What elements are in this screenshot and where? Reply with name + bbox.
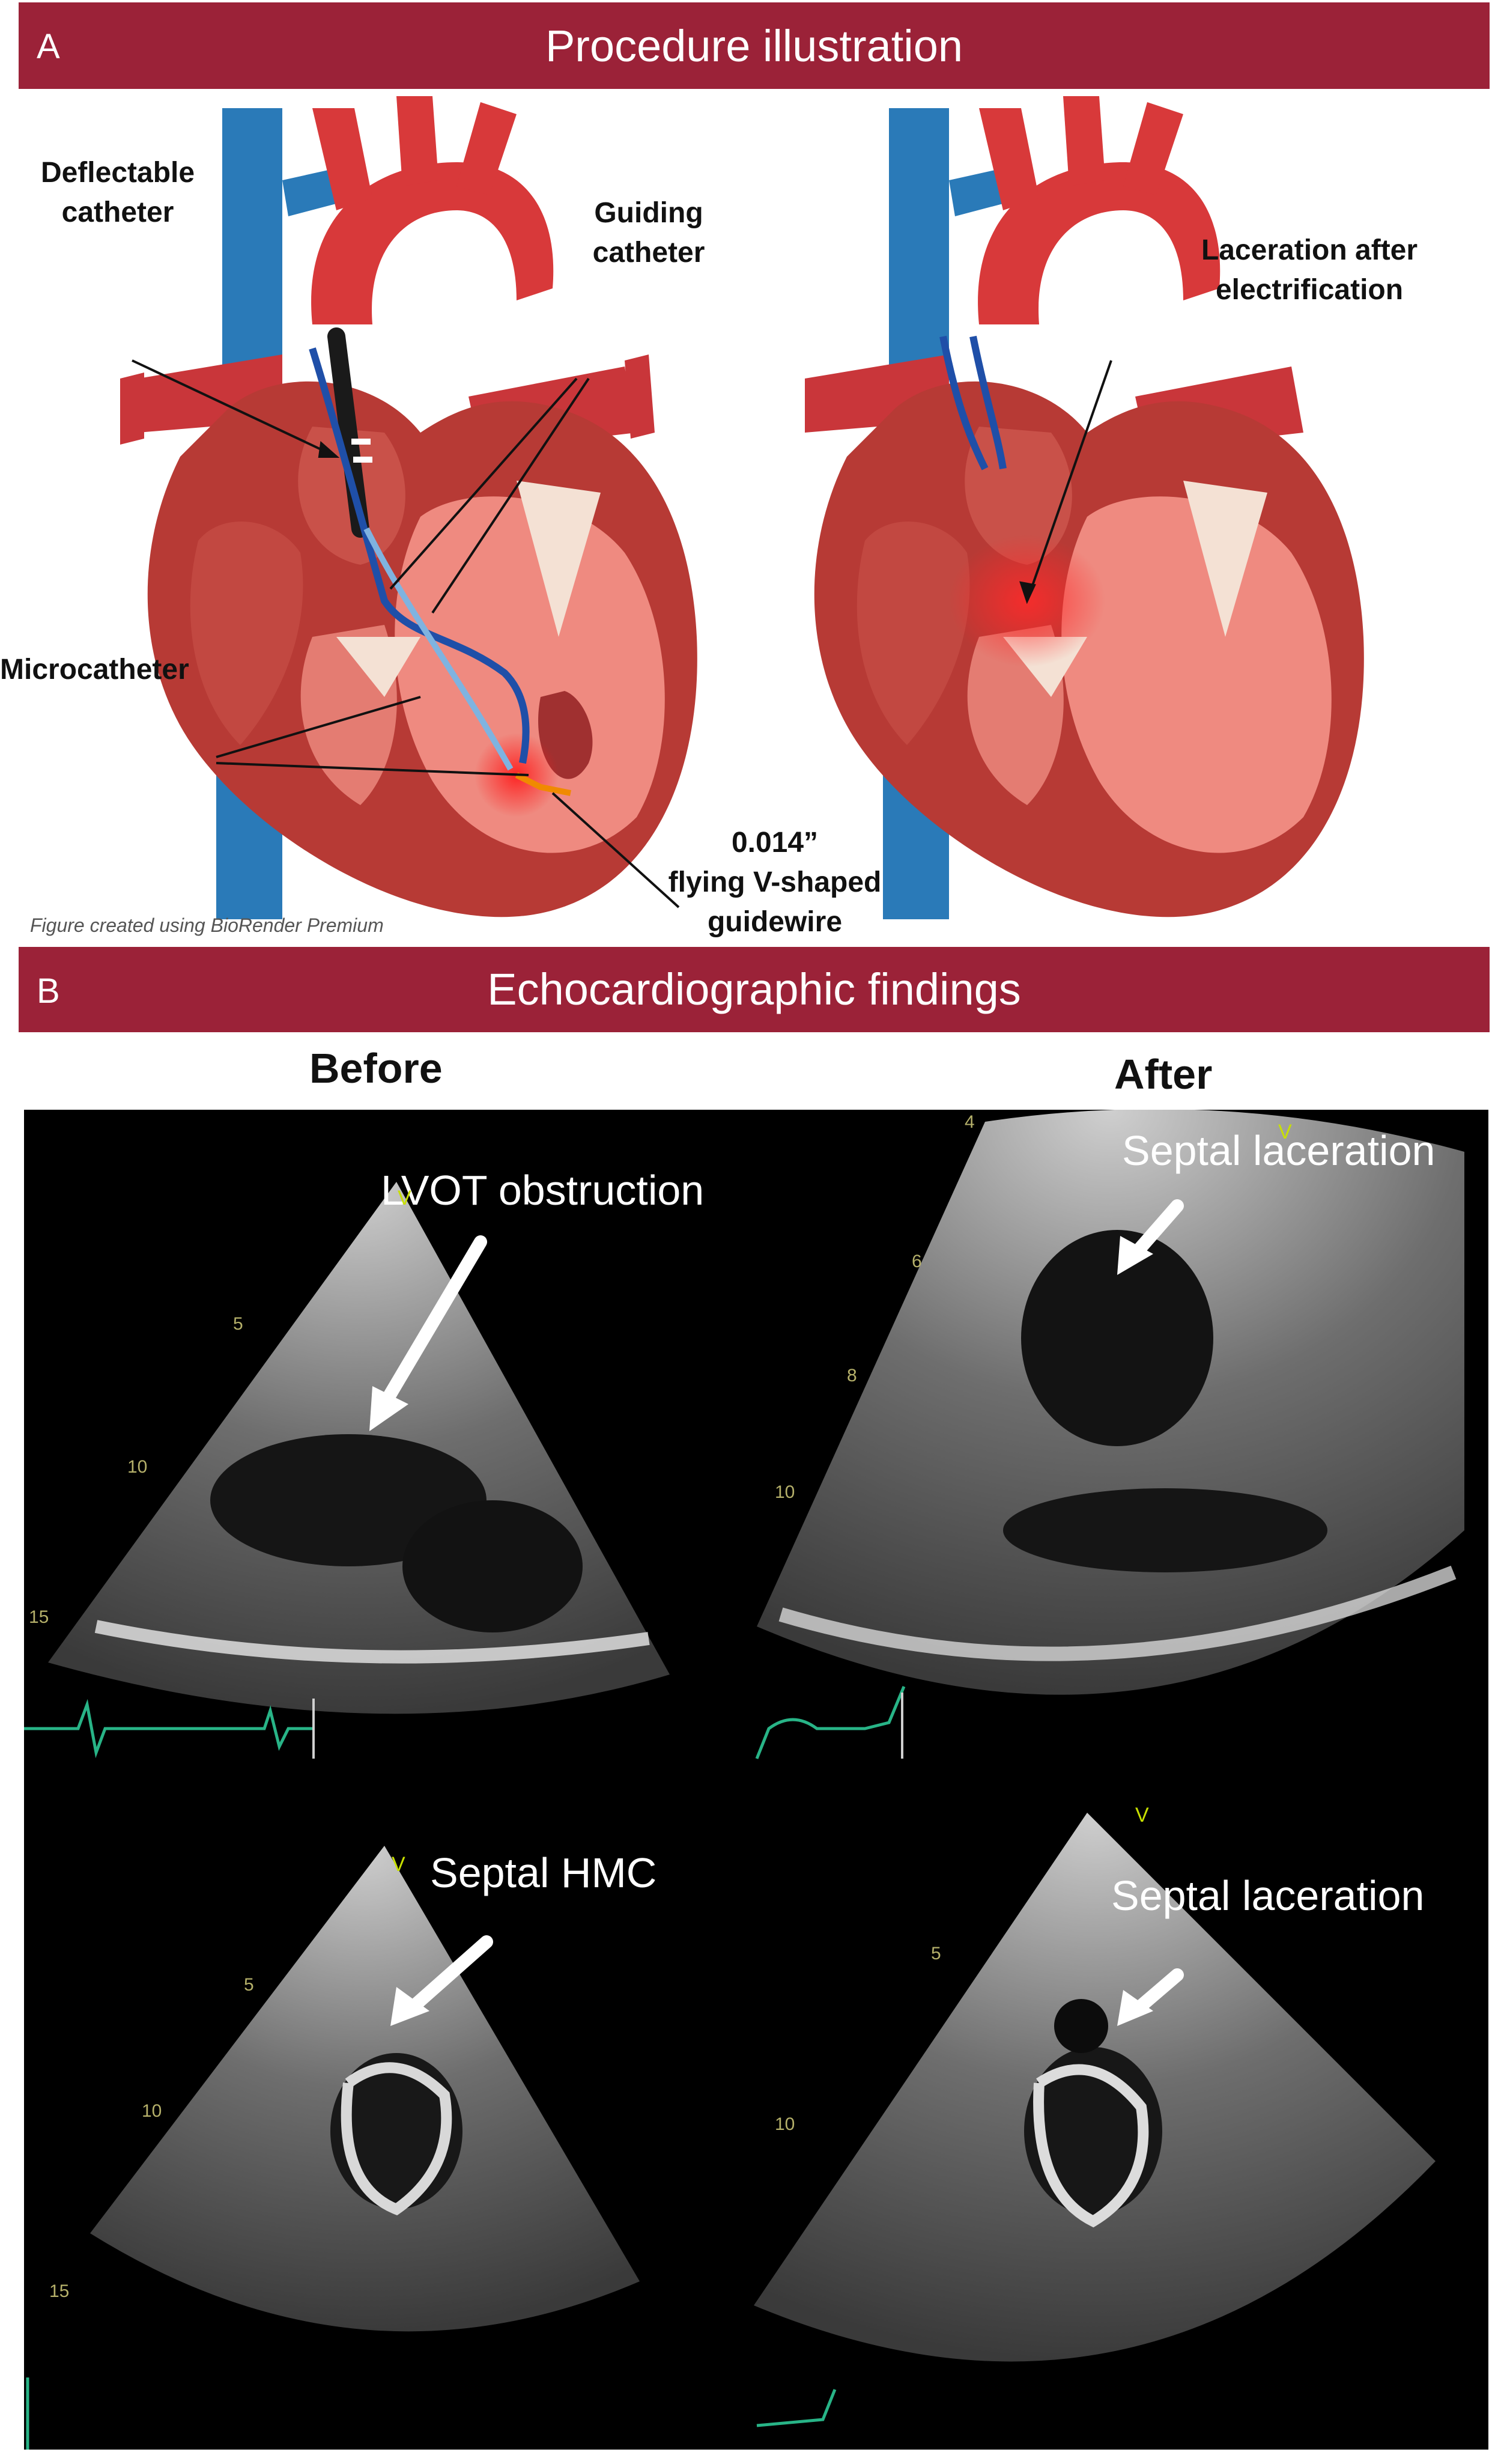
depth-tr-6: 6	[912, 1252, 922, 1271]
label-laceration-line2: electrification	[1215, 274, 1404, 306]
aortic-arch	[311, 162, 554, 324]
echo-label-septal-laceration-bottom: Septal laceration	[1111, 1872, 1425, 1919]
echo-label-septal-hmc: Septal HMC	[430, 1849, 657, 1896]
guiding-catheter	[309, 347, 530, 764]
echo-label-septal-laceration-top: Septal laceration	[1122, 1127, 1436, 1174]
ecg-trace-tr	[755, 1686, 906, 1759]
label-guidewire-line3: guidewire	[707, 906, 843, 938]
panel-a-letter: A	[37, 27, 60, 66]
column-after-heading: After	[1114, 1051, 1213, 1098]
panel-b-title: Echocardiographic findings	[487, 964, 1021, 1014]
echo-images	[24, 1110, 1464, 2450]
echo-v-marker-tl: V	[398, 1187, 411, 1209]
left-ventricle	[395, 496, 665, 853]
panel-b-banner: B Echocardiographic findings	[19, 947, 1490, 1032]
label-deflectable-catheter-line1: Deflectable	[40, 157, 195, 189]
depth-tr-10: 10	[775, 1482, 795, 1502]
right-atrium	[190, 521, 303, 745]
label-guiding-catheter: Guiding catheter	[559, 193, 739, 273]
panel-b-letter: B	[37, 972, 60, 1011]
echo-v-marker-bl: V	[392, 1853, 405, 1876]
heart-illustration-laceration	[805, 96, 1364, 919]
panel-a-banner: A Procedure illustration	[19, 2, 1490, 89]
label-laceration: Laceration after electrification	[1177, 231, 1442, 310]
echo-v-marker-tr: V	[1278, 1121, 1292, 1143]
depth-br-10: 10	[775, 2114, 795, 2134]
depth-tr-8: 8	[847, 1366, 857, 1386]
label-microcatheter: Microcatheter	[0, 654, 189, 686]
label-guiding-catheter-line2: catheter	[592, 237, 705, 269]
panel-a-title: Procedure illustration	[545, 21, 963, 71]
depth-bl-15: 15	[49, 2281, 70, 2301]
column-before-heading: Before	[309, 1045, 443, 1092]
microcatheter-line	[363, 527, 514, 771]
depth-tr-4: 4	[965, 1112, 975, 1132]
superior-vena-cava	[222, 108, 282, 433]
ecg-trace-br	[756, 2389, 837, 2427]
depth-tl-5: 5	[233, 1314, 243, 1334]
label-deflectable-catheter-line2: catheter	[61, 196, 174, 228]
label-guidewire-line1: 0.014”	[731, 827, 819, 859]
echo-v-marker-br: V	[1135, 1804, 1149, 1827]
depth-bl-10: 10	[142, 2101, 162, 2121]
label-guidewire: 0.014” flying V-shaped guidewire	[649, 823, 901, 942]
depth-bl-5: 5	[244, 1975, 254, 1995]
ecg-trace-tl	[24, 1699, 312, 1759]
label-guiding-catheter-line1: Guiding	[594, 197, 703, 229]
label-guidewire-line2: flying V-shaped	[668, 866, 882, 898]
echo-panel: LVOT obstruction Septal laceration Septa…	[24, 1110, 1488, 2450]
depth-tl-10: 10	[127, 1457, 148, 1477]
figure-credit: Figure created using BioRender Premium	[30, 914, 384, 936]
depth-tl-15: 15	[29, 1607, 49, 1627]
label-laceration-line1: Laceration after	[1201, 234, 1418, 266]
depth-br-5: 5	[931, 1944, 941, 1964]
label-deflectable-catheter: Deflectable catheter	[28, 153, 208, 233]
guidewire-tip	[515, 772, 571, 796]
echo-label-lvot: LVOT obstruction	[381, 1167, 705, 1214]
heart-illustration-procedure	[120, 96, 697, 919]
